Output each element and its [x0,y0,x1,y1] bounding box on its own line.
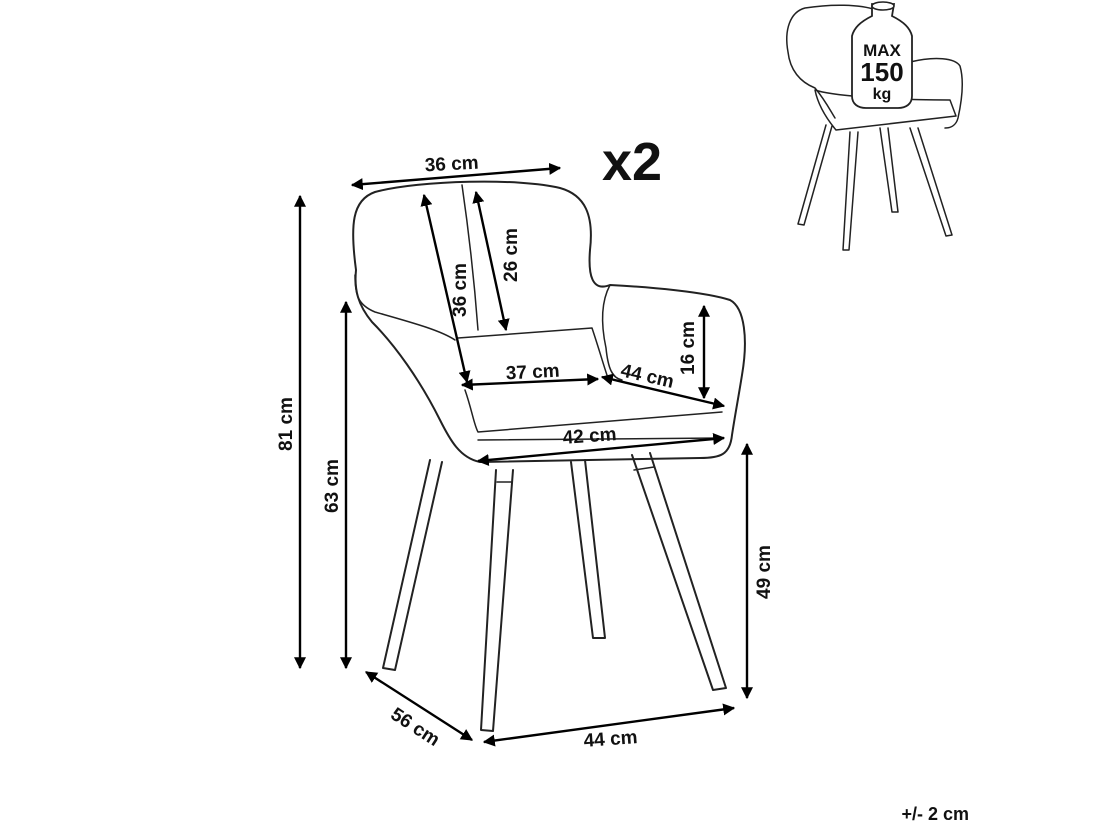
dim-seat-width [476,433,726,466]
icon-chair-legs [797,124,953,251]
label-seat-back-width: 37 cm [505,361,560,385]
label-depth: 56 cm [387,704,444,751]
label-seat-width: 42 cm [562,424,617,449]
chair-armrest-right [601,284,623,381]
leg-joint-mark [633,466,655,471]
chair-back-inner-rim [354,274,456,341]
max-value: 150 [860,57,903,87]
dim-seat-depth [600,373,726,410]
chair-leg-front-right [631,452,727,691]
dim-back-width [350,162,562,191]
dim-back-height-inner [472,190,510,332]
label-armrest-height: 16 cm [678,321,699,375]
max-load-icon: MAX 150 kg [786,1,963,251]
dim-width [482,703,736,747]
dim-back-height [420,193,471,384]
label-back-height-inner: 26 cm [501,228,522,282]
dimension-labels: 36 cm 36 cm 26 cm 37 cm 44 cm 16 cm 42 c… [276,153,775,752]
weight-icon [851,3,913,109]
weight-handle [871,1,895,11]
dim-depth [364,670,474,742]
label-back-height: 36 cm [450,263,471,317]
dimension-lines [294,162,753,747]
label-seat-height: 49 cm [754,545,775,599]
chair-drawing [352,180,746,732]
icon-chair-arm [909,57,963,129]
chair-leg-back-right [570,459,606,639]
chair-leg-front-left [382,459,443,671]
chair-leg-back-left [480,469,514,732]
label-width: 44 cm [583,727,638,752]
label-back-width: 36 cm [424,153,479,177]
label-armrest-floor-height: 63 cm [322,459,343,513]
dim-seat-back-width [460,373,600,391]
chair-seat-front [464,389,723,433]
tolerance-note: +/- 2 cm [901,804,969,824]
max-label: MAX [863,41,901,60]
max-unit: kg [873,86,892,103]
icon-chair-seat [814,89,957,131]
label-total-height: 81 cm [276,397,297,451]
quantity-label: x2 [602,132,662,192]
